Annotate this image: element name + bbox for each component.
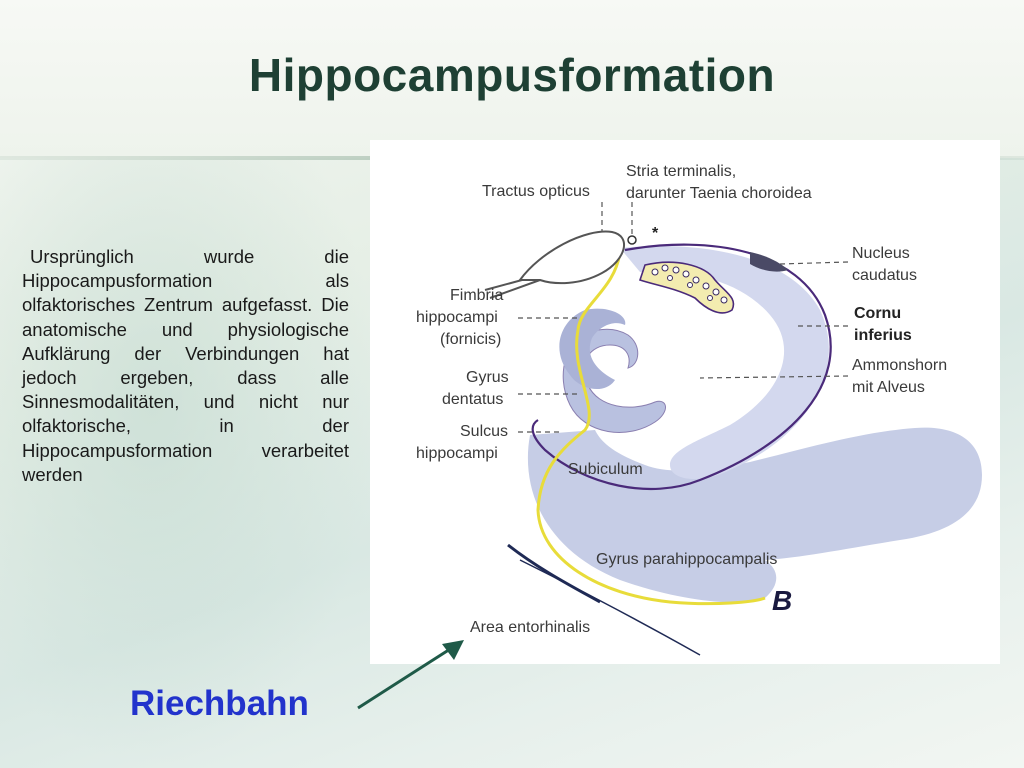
body-text: Ursprünglich wurde die Hippocampusformat… — [22, 246, 349, 485]
hippocampus-diagram: Tractus opticus Stria terminalis, darunt… — [370, 140, 1000, 664]
stria-dots — [651, 264, 728, 304]
label-nucleus: Nucleus — [852, 245, 910, 262]
background-wash — [0, 160, 380, 768]
diagram-canvas: Tractus opticus Stria terminalis, darunt… — [416, 163, 982, 656]
ammonshorn-band — [620, 245, 829, 480]
label-inferius: inferius — [854, 327, 912, 344]
label-subiculum: Subiculum — [568, 461, 643, 478]
label-sulcus-hippocampi: hippocampi — [416, 445, 498, 462]
riechbahn-label: Riechbahn — [130, 684, 309, 723]
title-band — [0, 0, 1024, 158]
tractus-opticus-stem — [484, 279, 541, 299]
label-tractus-opticus: Tractus opticus — [482, 183, 590, 200]
label-dentatus: dentatus — [442, 391, 503, 408]
alveus-outline — [536, 251, 766, 606]
label-sulcus: Sulcus — [460, 423, 508, 440]
fimbria-lobe — [559, 308, 626, 390]
label-stria-terminalis: Stria terminalis, — [626, 163, 736, 180]
asterisk-marker: * — [652, 225, 659, 242]
label-ammonshorn: Ammonshorn — [852, 357, 947, 374]
label-mit-alveus: mit Alveus — [852, 379, 925, 396]
parahippocampal-tissue — [527, 427, 982, 603]
stria-terminalis-dot — [627, 235, 637, 245]
label-caudatus: caudatus — [852, 267, 917, 284]
entorhinal-brace — [519, 559, 701, 656]
label-fornicis: (fornicis) — [440, 331, 501, 348]
label-fimbria: Fimbria — [450, 287, 503, 304]
label-cornu: Cornu — [854, 305, 901, 322]
label-stria-terminalis-sub: darunter Taenia choroidea — [626, 185, 812, 202]
leader-lines — [518, 202, 849, 433]
entorhinal-contour — [507, 543, 601, 604]
nucleus-caudatus-shape — [750, 252, 788, 272]
label-hippocampi: hippocampi — [416, 309, 498, 326]
label-gyrus-parahippocampalis: Gyrus parahippocampalis — [596, 551, 777, 568]
slide-title: Hippocampusformation — [248, 49, 776, 101]
panel-letter: B — [772, 585, 792, 616]
tractus-opticus-shape — [518, 230, 625, 285]
riechbahn-arrow-icon — [357, 640, 464, 710]
label-area-entorhinalis: Area entorhinalis — [470, 619, 590, 636]
label-gyrus: Gyrus — [466, 369, 509, 386]
